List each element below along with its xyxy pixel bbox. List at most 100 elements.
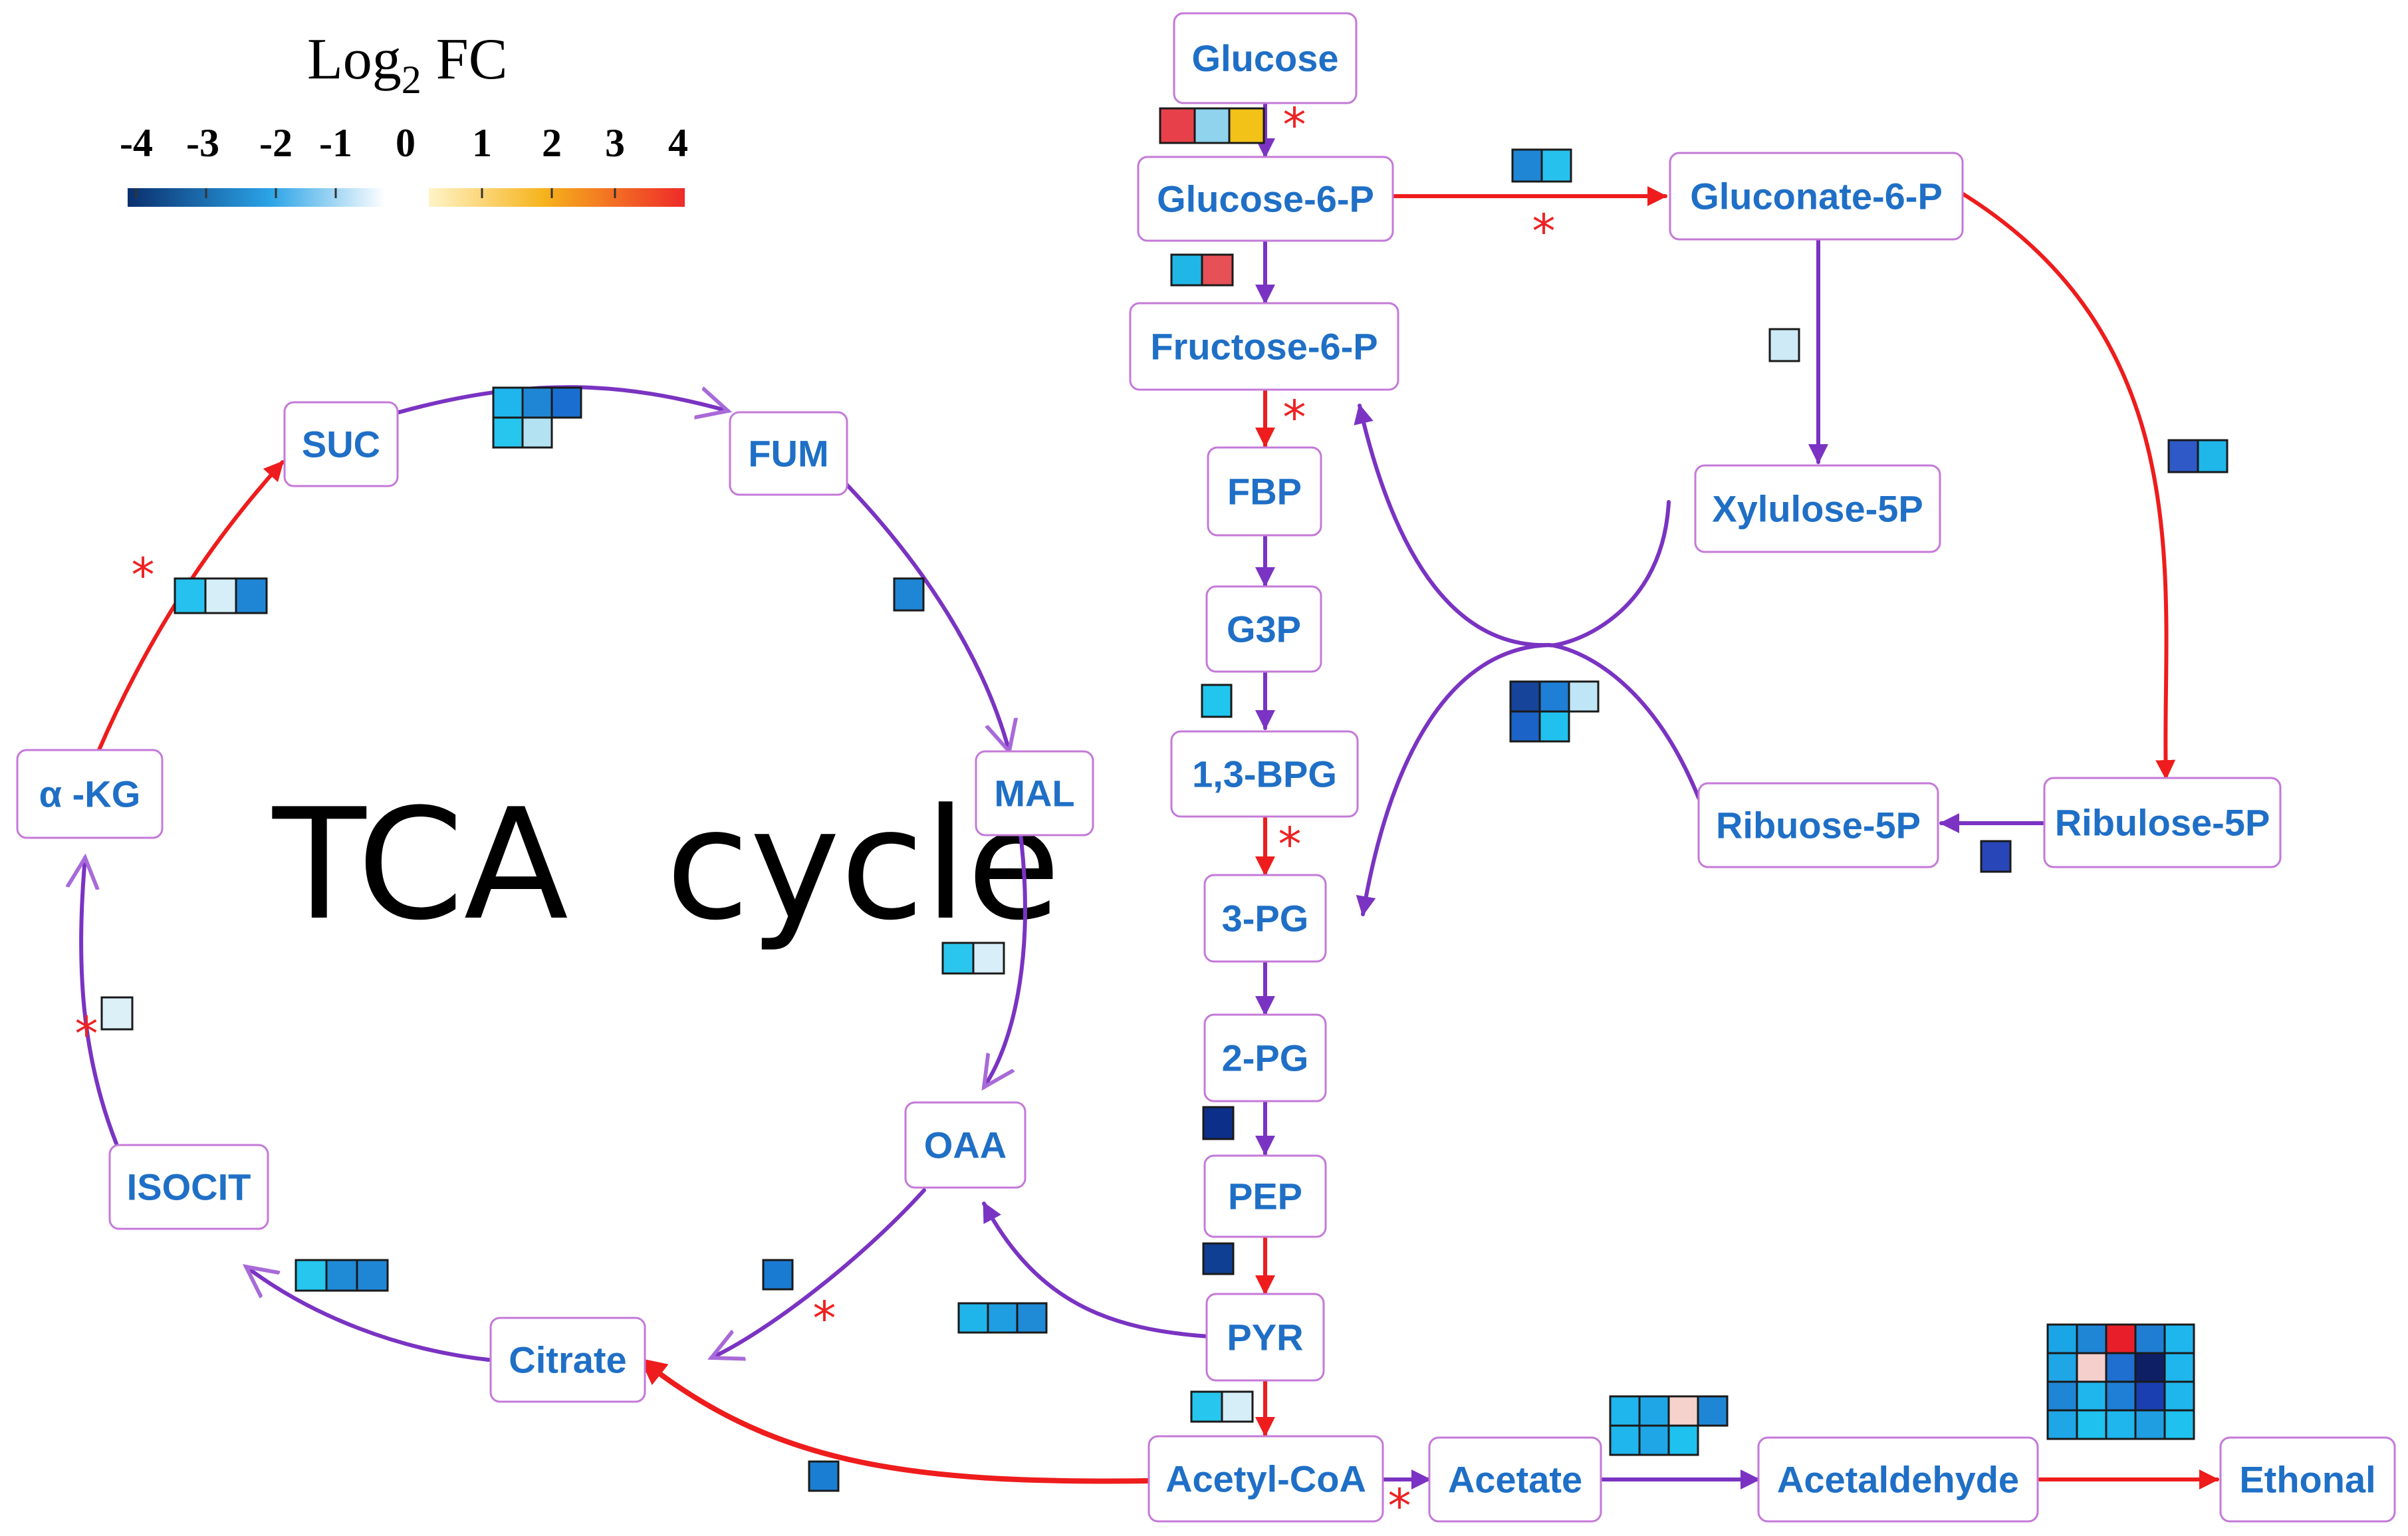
heatmap-gapdh xyxy=(1201,684,1233,718)
star-marker: * xyxy=(1278,817,1302,872)
heatmap-cell xyxy=(204,577,237,614)
heatmap-cell xyxy=(492,416,524,449)
heatmap-cell xyxy=(1193,107,1231,144)
heatmap-pgi xyxy=(1170,253,1234,287)
heatmap-eno xyxy=(1202,1106,1235,1140)
heatmap-cell xyxy=(2163,1352,2195,1383)
node-box xyxy=(1757,1436,2039,1523)
node-ribuloseR: Ribulose-5P xyxy=(2043,777,2282,868)
node-g3p: G3P xyxy=(1205,585,1322,673)
legend-negative-bar xyxy=(128,188,386,207)
node-label: 3-PG xyxy=(1222,898,1309,940)
heatmap-cell xyxy=(2076,1352,2107,1383)
heatmap-cell xyxy=(1638,1395,1670,1427)
node-label: G3P xyxy=(1227,608,1301,650)
star-marker: * xyxy=(1283,98,1306,152)
node-label: FUM xyxy=(748,433,828,475)
node-box xyxy=(1428,1436,1602,1523)
node-suc: SUC xyxy=(283,401,399,487)
edge-isocit-akg xyxy=(81,858,118,1146)
heatmap-cell xyxy=(1202,1242,1235,1275)
node-citrate: Citrate xyxy=(489,1317,646,1403)
node-box xyxy=(729,411,848,496)
legend-tick-label: 4 xyxy=(668,121,688,165)
heatmap-cell xyxy=(1667,1395,1699,1427)
node-box xyxy=(904,1101,1026,1189)
heatmap-cell xyxy=(1509,680,1541,713)
heatmap-cell xyxy=(1509,710,1541,743)
node-ethonal: Ethonal xyxy=(2219,1436,2396,1523)
heatmap-cell xyxy=(2076,1323,2107,1354)
node-box xyxy=(1694,464,1941,553)
node-acetaldehyde: Acetaldehyde xyxy=(1757,1436,2039,1523)
legend-tick-label: -4 xyxy=(120,121,153,165)
heatmap-acs xyxy=(808,1460,840,1492)
node-label: FBP xyxy=(1227,471,1302,513)
heatmap-idh xyxy=(100,996,134,1031)
heatmap-cell xyxy=(1201,253,1234,287)
heatmap-cell xyxy=(1667,1424,1699,1456)
node-box xyxy=(1697,782,1939,868)
node-box xyxy=(2219,1436,2396,1523)
node-box xyxy=(108,1144,269,1230)
legend-tick-label: -2 xyxy=(259,121,293,165)
heatmap-cell xyxy=(1697,1395,1729,1427)
heatmap-cell xyxy=(1511,148,1543,183)
heatmap-cell xyxy=(1538,710,1570,743)
heatmap-cell xyxy=(1201,684,1233,718)
heatmap-pdh xyxy=(1190,1390,1254,1423)
heatmap-cell xyxy=(1540,148,1572,183)
enzyme-heatmaps xyxy=(100,107,2228,1492)
node-box xyxy=(1203,1154,1327,1238)
node-fbp: FBP xyxy=(1207,446,1322,537)
heatmap-cell xyxy=(808,1460,840,1492)
heatmap-kgdh xyxy=(174,577,268,614)
star-marker: * xyxy=(1283,390,1306,445)
heatmap-cell xyxy=(2046,1323,2078,1354)
legend-tick-label: -3 xyxy=(186,121,219,165)
heatmap-cell xyxy=(1202,1106,1235,1140)
heatmap-rpi xyxy=(1980,840,2012,873)
edge-acetylcoa-citrate xyxy=(639,1357,1151,1484)
heatmap-gnd xyxy=(1768,328,1800,362)
node-box xyxy=(1137,156,1394,242)
edges xyxy=(81,101,2219,1489)
node-label: OAA xyxy=(924,1124,1007,1166)
heatmap-cs xyxy=(762,1259,794,1291)
node-label: α -KG xyxy=(39,773,141,815)
heatmap-cell xyxy=(2134,1409,2166,1440)
heatmap-adh xyxy=(2046,1323,2195,1440)
node-pg2: 2-PG xyxy=(1203,1013,1327,1102)
metabolite-nodes: GlucoseGlucose-6-PFructose-6-PFBPG3P1,3-… xyxy=(16,12,2396,1523)
edge-ribuose-3pg xyxy=(1356,642,1701,916)
node-pyr: PYR xyxy=(1205,1293,1325,1382)
node-akg: α -KG xyxy=(16,749,164,839)
node-box xyxy=(1205,1293,1325,1382)
heatmap-cell xyxy=(1159,107,1196,144)
heatmap-cell xyxy=(1980,840,2012,873)
heatmap-cell xyxy=(2046,1352,2078,1383)
node-acoa: Acetyl-CoA xyxy=(1147,1435,1384,1523)
heatmap-cell xyxy=(1016,1302,1048,1334)
node-xylulose: Xylulose-5P xyxy=(1694,464,1941,553)
node-box xyxy=(1170,730,1359,818)
heatmap-cell xyxy=(1609,1395,1641,1427)
heatmap-cell xyxy=(2163,1409,2195,1440)
legend-tick-marks xyxy=(135,188,616,198)
heatmap-rpe xyxy=(2167,439,2228,473)
node-label: Acetaldehyde xyxy=(1777,1459,2019,1501)
node-box xyxy=(283,401,399,487)
node-label: Gluconate-6-P xyxy=(1690,176,1943,217)
node-box xyxy=(1669,152,1964,241)
heatmap-tkt xyxy=(1509,680,1600,743)
heatmap-cell xyxy=(972,942,1005,975)
legend-tick-label: 0 xyxy=(396,121,416,165)
node-oaa: OAA xyxy=(904,1101,1026,1189)
heatmap-cell xyxy=(957,1302,989,1334)
heatmap-cell xyxy=(941,942,975,975)
heatmap-cell xyxy=(235,577,268,614)
node-label: Acetate xyxy=(1448,1459,1582,1501)
tca-cycle-label: TCA cycle xyxy=(272,777,1061,954)
heatmap-cell xyxy=(987,1302,1019,1334)
node-pg3: 3-PG xyxy=(1203,874,1327,963)
